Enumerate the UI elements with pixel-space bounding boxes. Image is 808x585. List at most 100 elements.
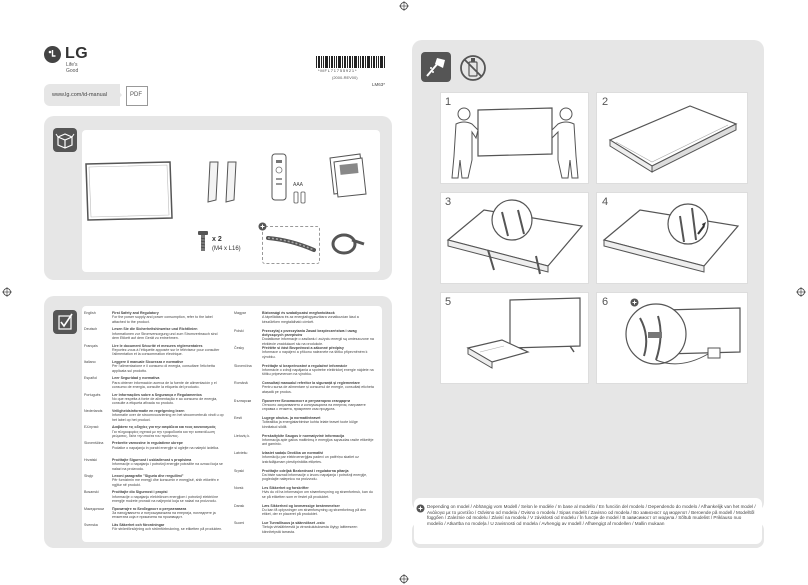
step-number-3: 3 xyxy=(445,196,452,208)
language-safety-text: Pročitajte Sigurnost i usklađenost s pro… xyxy=(112,457,223,471)
language-name: Latviešu xyxy=(234,451,248,455)
language-name: Nederlands xyxy=(84,408,103,413)
brand-tagline: Life's Good xyxy=(66,62,79,74)
step-6-illustration xyxy=(625,303,741,365)
language-name: Polski xyxy=(234,328,244,333)
language-name: Magyar xyxy=(234,311,246,315)
language-name: English xyxy=(84,311,96,315)
language-safety-text: Přečtěte si část Bezpečnost a zákonné př… xyxy=(262,346,368,359)
barcode xyxy=(316,56,385,68)
language-safety-text: Ler Informações sobre a Segurança e Regu… xyxy=(112,392,218,406)
manual-url[interactable]: www.lg.com/id-manual xyxy=(52,92,108,98)
language-name: Suomi xyxy=(234,521,245,525)
language-safety-text: Przeczytaj z przeczytania Zasad bezpiecz… xyxy=(262,328,374,346)
language-safety-text: Leggere il manuale Sicurezza e normative… xyxy=(112,359,215,373)
checklist-icon xyxy=(58,313,73,330)
step-4-illustration xyxy=(602,203,740,273)
url-banner xyxy=(44,84,120,106)
language-name: Norsk xyxy=(234,486,244,490)
language-name: Македонски xyxy=(84,506,105,511)
language-safety-text: Veiligheidsinformatie en regelgeving lez… xyxy=(112,408,224,422)
language-safety-text: Διαβάστε τις οδηγίες για την ασφάλεια κα… xyxy=(112,425,216,438)
no-spray-icon xyxy=(460,55,486,81)
language-name: Slovenščina xyxy=(84,441,104,446)
registration-mark-top xyxy=(399,1,409,11)
language-name: Hrvatski xyxy=(84,457,97,462)
language-safety-text: Preberite varnostne in regulativne ukrep… xyxy=(112,441,220,450)
screw-count: x 2 xyxy=(212,236,222,243)
language-safety-text: Lexoni paragrafin "Siguria dhe rregullim… xyxy=(112,474,219,487)
screw-spec: (M4 x L16) xyxy=(212,246,241,252)
step-5-illustration xyxy=(466,297,581,369)
model-disclaimer-text: Depending on model / Abhängig vom Modell… xyxy=(427,504,756,526)
language-safety-text: Prečítajte si bezpečnostné a regulačné i… xyxy=(262,363,374,377)
registration-mark-right xyxy=(796,287,806,297)
language-name: Română xyxy=(234,381,248,385)
language-name: Shqip xyxy=(84,474,94,478)
cleaning-cloth-icon xyxy=(426,58,445,77)
step-2-illustration xyxy=(608,105,738,173)
step-3-illustration xyxy=(446,199,584,275)
language-safety-text: Biztonsági és szabályozási megfontolások… xyxy=(262,311,359,324)
registration-mark-bottom xyxy=(399,574,409,584)
language-name: Français xyxy=(84,343,98,348)
language-safety-text: Consultați manualul referitor la siguran… xyxy=(262,381,374,394)
pdf-icon: PDF xyxy=(126,86,148,106)
remote-control-illustration xyxy=(271,153,287,201)
box-badge xyxy=(53,128,77,152)
barcode-text: *MFL71755921* xyxy=(318,68,358,73)
cable-holder-illustration xyxy=(266,236,316,252)
step-1-illustration xyxy=(451,107,579,179)
manuals-illustration xyxy=(329,153,367,198)
step-number-6: 6 xyxy=(602,296,609,308)
cleaning-badge xyxy=(421,52,451,82)
disclaimer-plus-icon xyxy=(416,504,425,513)
part-number: (2000-REV00) xyxy=(332,75,358,80)
language-safety-text: Lire le document Sécurité et mesures rég… xyxy=(112,343,220,357)
language-name: Deutsch xyxy=(84,327,98,332)
language-name: Português xyxy=(84,392,101,397)
optional-accessory-box xyxy=(262,226,320,264)
language-name: Svenska xyxy=(84,522,98,527)
battery-icon xyxy=(293,191,306,204)
language-name: Italiano xyxy=(84,359,96,364)
language-name: Español xyxy=(84,376,97,381)
language-name: Česky xyxy=(234,346,244,350)
url-banner-arrow-icon xyxy=(108,84,122,106)
language-name: Ελληνικά xyxy=(84,425,99,430)
step-number-2: 2 xyxy=(602,96,609,108)
box-icon xyxy=(55,133,75,149)
pdf-label: PDF xyxy=(130,92,142,98)
language-name: Dansk xyxy=(234,503,245,508)
language-safety-text: Прочетете Безопасност и регулаторни стан… xyxy=(262,398,366,412)
step-number-5: 5 xyxy=(445,296,452,308)
step-number-4: 4 xyxy=(602,196,609,208)
battery-label: AAA xyxy=(293,182,304,188)
step-number-1: 1 xyxy=(445,96,452,108)
language-name: Eesti xyxy=(234,416,242,420)
language-safety-text: Lesen Sie die Sicherheitshinweise und Ri… xyxy=(112,327,218,341)
registration-mark-left xyxy=(2,287,12,297)
language-name: Lietuvių k. xyxy=(234,433,251,438)
model-disclaimer-area xyxy=(414,498,762,544)
language-name: Bosanski xyxy=(84,490,99,495)
lg-logo-icon xyxy=(44,46,61,63)
language-name: Български xyxy=(234,398,252,403)
language-safety-text: Perskaitykite Saugos ir normatyvinė info… xyxy=(262,433,374,447)
cable-tie-illustration xyxy=(331,233,365,255)
safety-text-area xyxy=(82,306,382,542)
step-6-optional-plus-icon xyxy=(630,298,639,307)
model-label: LM63* xyxy=(372,82,386,87)
language-name: Srpski xyxy=(234,468,244,473)
language-safety-text: Pročitajte odeljak Bezbednost i regulato… xyxy=(262,468,368,482)
tv-illustration xyxy=(85,161,173,221)
